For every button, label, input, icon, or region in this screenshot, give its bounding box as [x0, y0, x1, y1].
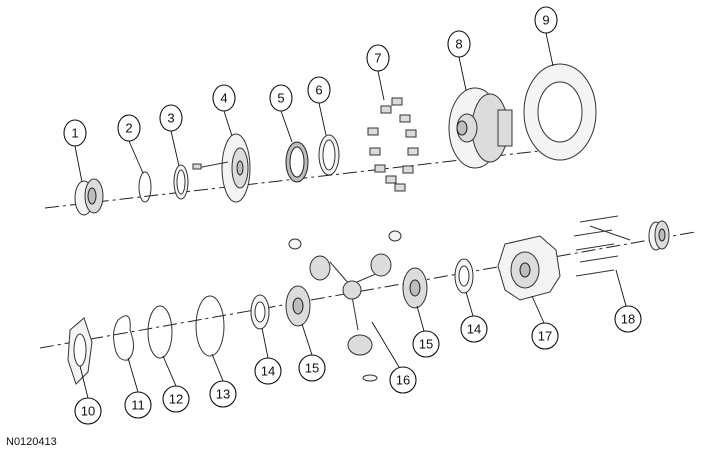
svg-text:12: 12 [169, 392, 183, 407]
svg-text:1: 1 [71, 126, 78, 141]
part-1-bearing [74, 178, 104, 216]
part-14-thrust-washer-left [250, 294, 270, 330]
part-13-snap-ring [195, 295, 225, 357]
lower-axis-line [39, 231, 696, 349]
callout-3: 3 [159, 104, 183, 132]
svg-text:15: 15 [419, 337, 433, 352]
svg-text:2: 2 [125, 121, 132, 136]
svg-text:14: 14 [261, 364, 275, 379]
part-11-wave-washer [113, 315, 134, 361]
part-4-cover [192, 133, 251, 203]
svg-text:16: 16 [396, 373, 410, 388]
callout-15-right: 15 [412, 330, 440, 358]
callout-9: 9 [534, 6, 558, 34]
part-15-side-gear-left [285, 285, 311, 327]
callout-7: 7 [366, 44, 390, 72]
callout-11: 11 [124, 391, 152, 419]
svg-text:11: 11 [131, 398, 145, 413]
part-3-shim [173, 164, 189, 200]
callout-10: 10 [74, 397, 102, 425]
part-2-ring [138, 171, 152, 203]
part-16-spider-pinions [288, 230, 402, 382]
figure-reference-id: N0120413 [6, 436, 57, 448]
svg-text:9: 9 [542, 13, 549, 28]
part-14-thrust-washer-right [454, 258, 474, 294]
callout-14-left: 14 [254, 357, 282, 385]
callout-14-right: 14 [460, 315, 488, 343]
callout-2: 2 [117, 114, 141, 142]
svg-text:10: 10 [81, 404, 95, 419]
callout-16: 16 [389, 366, 417, 394]
svg-text:5: 5 [277, 91, 284, 106]
svg-text:8: 8 [455, 37, 462, 52]
callout-5: 5 [269, 84, 293, 112]
svg-text:14: 14 [467, 322, 481, 337]
callout-8: 8 [447, 30, 471, 58]
svg-text:3: 3 [167, 111, 174, 126]
callout-15-left: 15 [298, 354, 326, 382]
callout-6: 6 [307, 76, 331, 104]
callout-13: 13 [209, 380, 237, 408]
bearing-lower-right [648, 220, 670, 251]
callout-12: 12 [162, 385, 190, 413]
callout-1: 1 [63, 119, 87, 147]
part-12-ring [147, 305, 173, 359]
part-7-bolts [367, 97, 419, 192]
part-15-side-gear-right [402, 267, 428, 309]
part-5-ring [285, 141, 309, 183]
part-8-flange-hub [448, 87, 513, 169]
part-10-nut [67, 317, 93, 385]
callout-4: 4 [212, 84, 236, 112]
leader-lines [74, 32, 627, 399]
svg-text:18: 18 [621, 312, 635, 327]
svg-text:15: 15 [305, 361, 319, 376]
part-6-washer [318, 134, 340, 176]
svg-text:17: 17 [538, 329, 552, 344]
svg-text:6: 6 [315, 83, 322, 98]
callout-17: 17 [531, 322, 559, 350]
part-17-diff-case [497, 235, 561, 301]
part-18-bolts [573, 215, 631, 277]
svg-text:4: 4 [220, 91, 227, 106]
svg-text:7: 7 [374, 51, 381, 66]
svg-text:13: 13 [216, 387, 230, 402]
callout-18: 18 [614, 305, 642, 333]
part-9-ring-gear [523, 63, 597, 161]
